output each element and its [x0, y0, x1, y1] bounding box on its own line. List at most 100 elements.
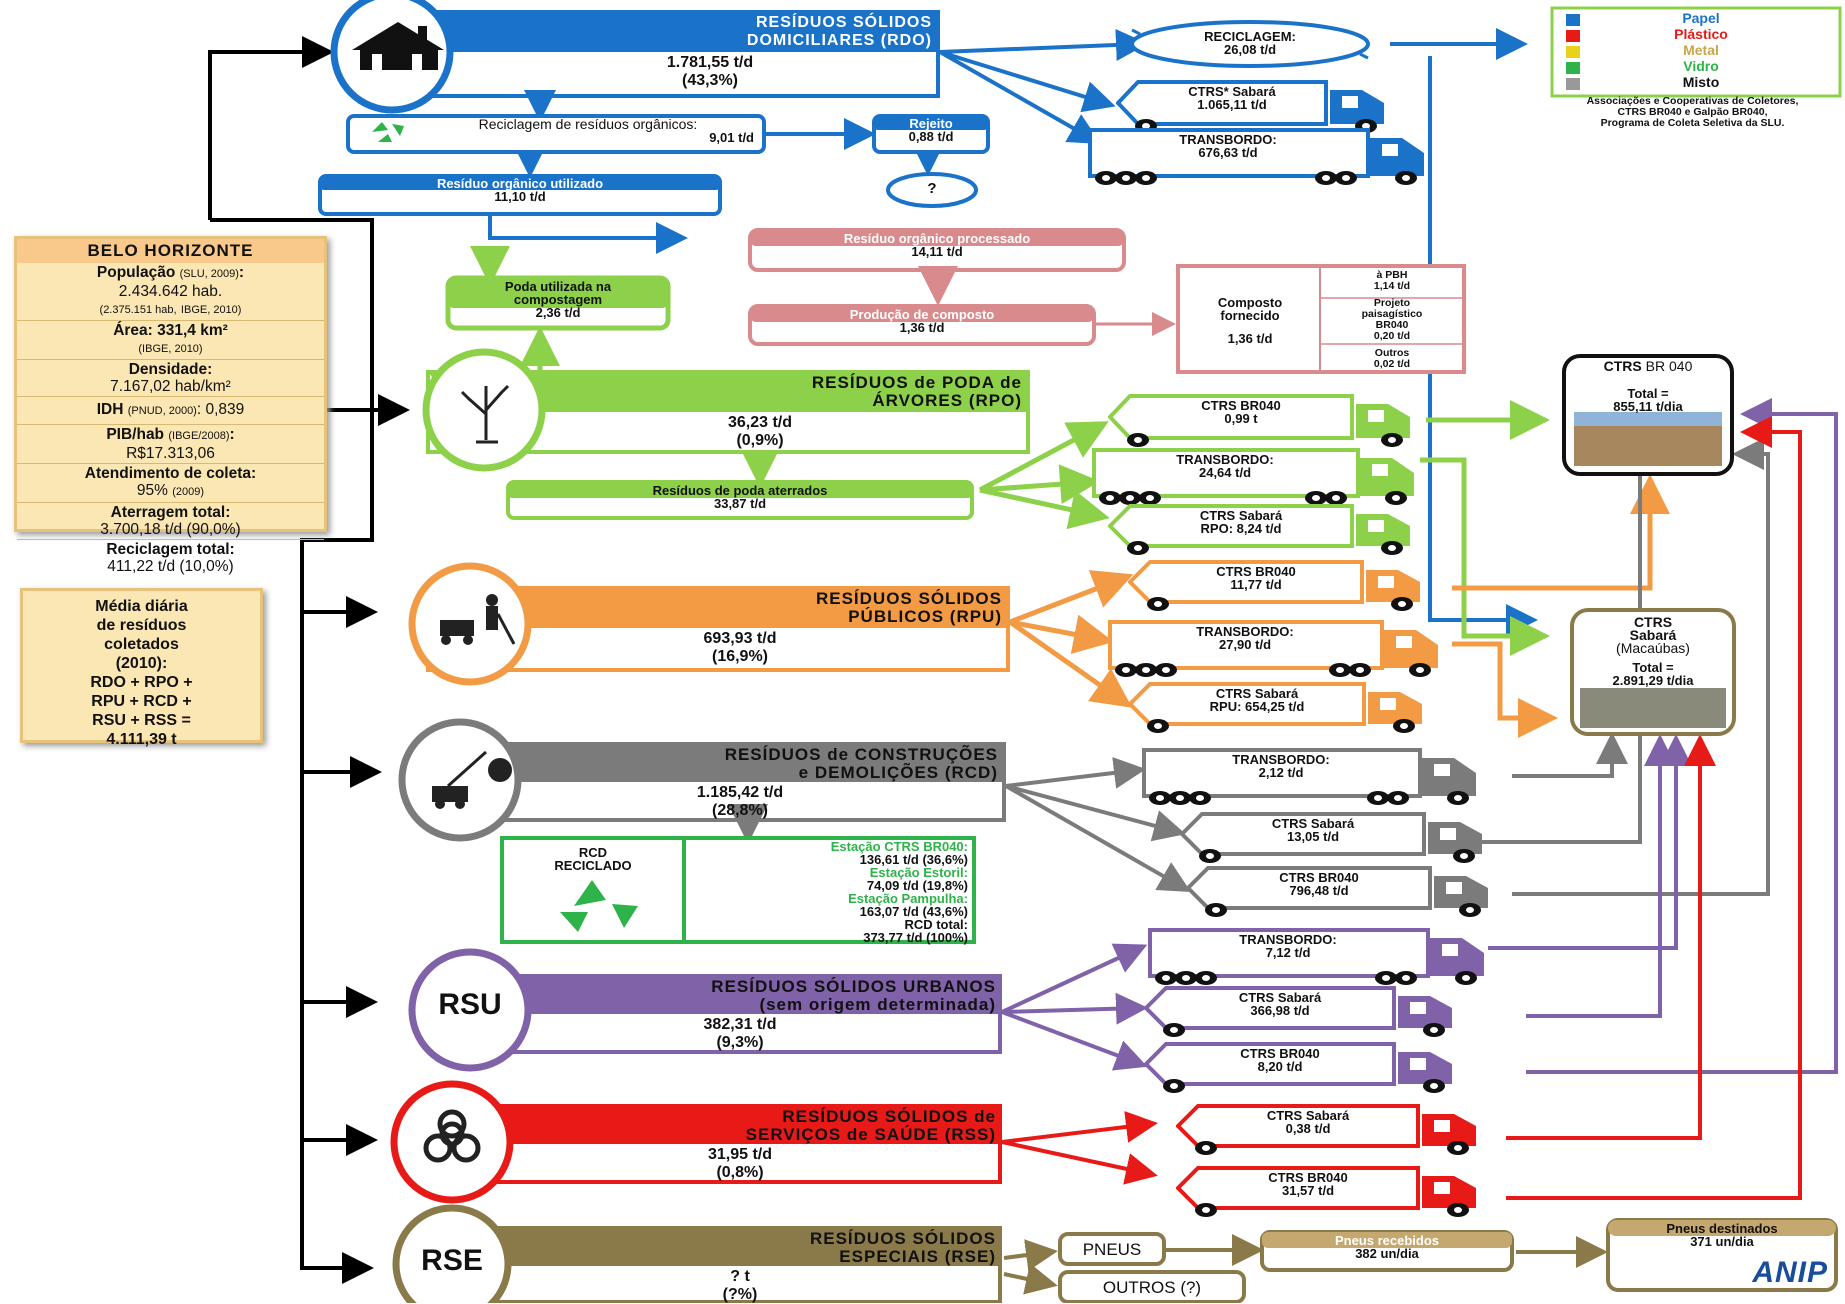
truck-value: 1.065,11 t/d: [1197, 97, 1267, 112]
rpo-title: RESÍDUOS de PODA de ÁRVORES (RPO): [560, 374, 1022, 410]
truck-value: 2,12 t/d: [1258, 765, 1304, 780]
rpo-block: [422, 348, 1030, 472]
rss-percent: (0,8%): [716, 1164, 764, 1181]
prod-comp-value: 1,36 t/d: [899, 320, 945, 335]
rcd-station1-label: Estação CTRS BR040:: [830, 839, 968, 854]
rpo-percent: (0,9%): [736, 432, 784, 449]
truck-label: CTRS BR040: [1240, 1046, 1320, 1061]
reciclagem-text: RECICLAGEM: 26,08 t/d: [1140, 30, 1360, 56]
atend-src: (2009): [172, 486, 205, 498]
truck-label: CTRS BR040: [1268, 1170, 1348, 1185]
pop-label: População: [96, 264, 176, 281]
reciclagem-value: 26,08 t/d: [1223, 42, 1277, 57]
pib-value: R$17.313,06: [126, 445, 215, 462]
truck-value: 7,12 t/d: [1265, 945, 1311, 960]
rcd-recic-line1: RCD: [578, 845, 608, 860]
pneus-dest-label: Pneus destinados: [1666, 1221, 1778, 1236]
legend-misto: Misto: [1682, 74, 1720, 90]
recycle-icon: [560, 880, 638, 932]
ctrs-br040-destination: [1562, 354, 1734, 476]
truck-value: 24,64 t/d: [1198, 465, 1252, 480]
media-line4: (2010):: [115, 655, 168, 672]
recycling-bin-legend: [1550, 6, 1842, 98]
pneus-dest-text: Pneus destinados 371 un/dia ANIP: [1608, 1221, 1836, 1289]
legend-note3: Programa de Coleta Seletiva da SLU.: [1600, 117, 1785, 129]
poda-util-value: 2,36 t/d: [535, 305, 581, 320]
legend-plastico: Plástico: [1674, 26, 1728, 42]
pib-src: (IBGE/2008): [168, 430, 230, 442]
pneus-receb-text: Pneus recebidos 382 un/dia: [1262, 1234, 1512, 1260]
org-proc-value: 14,11 t/d: [911, 244, 963, 259]
truck-text: CTRS Sabará RPU: 654,25 t/d: [1152, 687, 1362, 713]
truck-icon: [1144, 986, 1452, 1037]
rcd-value: 1.185,42 t/d: [696, 784, 784, 801]
truck-value: 366,98 t/d: [1250, 1003, 1310, 1018]
truck-label: CTRS BR040: [1216, 564, 1296, 579]
truck-icon: [1142, 748, 1476, 805]
prod-comp-text: Produção de composto 1,36 t/d: [750, 308, 1094, 334]
poda-util-line2: compostagem: [513, 292, 603, 307]
poda-util-line1: Poda utilizada na: [504, 279, 612, 294]
rcd-station2-label: Estação Estoril:: [869, 865, 968, 880]
rejeito-text: Rejeito 0,88 t/d: [874, 117, 988, 143]
pop-note: (2.375.151 hab,: [99, 304, 177, 316]
rss-title-line1: RESÍDUOS SÓLIDOS de: [782, 1107, 996, 1126]
rcd-recic-stations: Estação CTRS BR040: 136,61 t/d (36,6%) E…: [690, 840, 968, 944]
area-value: Área: 331,4 km²: [113, 322, 228, 339]
truck-text: CTRS BR040 31,57 t/d: [1200, 1171, 1416, 1197]
legend-metal: Metal: [1683, 42, 1719, 58]
truck-text: TRANSBORDO: 24,64 t/d: [1098, 453, 1352, 479]
city-title: BELO HORIZONTE: [17, 239, 324, 263]
rse-values: ? t (?%): [620, 1268, 860, 1304]
rpo-title-line1: RESÍDUOS de PODA de: [811, 373, 1022, 392]
ctrs-br040-text: CTRS BR 040 Total = 855,11 t/dia: [1564, 359, 1732, 413]
rcd-title-line2: e DEMOLIÇÕES (RCD): [798, 763, 998, 782]
truck-rpu-br040: CTRS BR040 11,77 t/d: [1128, 560, 1444, 616]
recic-org-value: 9,01 t/d: [709, 130, 754, 145]
truck-value: 11,77 t/d: [1230, 577, 1282, 592]
aterr-label: Aterragem total:: [110, 504, 231, 521]
rpu-value: 693,93 t/d: [703, 630, 777, 647]
truck-rpu-sab: CTRS Sabará RPU: 654,25 t/d: [1128, 682, 1446, 738]
rse-block: [392, 1204, 1002, 1303]
truck-icon: [1180, 812, 1482, 863]
truck-icon: [1092, 448, 1414, 505]
recic-org-box: [346, 114, 766, 154]
ctrs-sabara-line3: (Macaúbas): [1616, 640, 1690, 656]
aterr-row: Aterragem total: 3.700,18 t/d (90,0%): [17, 503, 324, 540]
rdo-title-line2: DOMICILIARES (RDO): [746, 32, 932, 49]
truck-rpo-transb: TRANSBORDO: 24,64 t/d: [1092, 448, 1438, 510]
red-bin-icon: [1566, 30, 1580, 42]
reciclagem-ellipse: [1130, 20, 1370, 68]
poda-aterr-label: Resíduos de poda aterrados: [652, 483, 828, 498]
rpu-percent: (16,9%): [711, 648, 769, 665]
recycle-legend-notes: Associações e Cooperativas de Coletores,…: [1540, 96, 1845, 129]
truck-icon: [1108, 504, 1410, 555]
rdo-value: 1.781,55 t/d: [666, 54, 754, 71]
excavator-icon: [432, 750, 512, 809]
recic-row: Reciclagem total: 411,22 t/d (10,0%): [17, 540, 324, 576]
rcd-station3-value: 163,07 t/d (43,6%): [859, 904, 968, 919]
pop-row: População (SLU, 2009): 2.434.642 hab. (2…: [17, 263, 324, 321]
recic-value: 411,22 t/d (10,0%): [107, 558, 234, 575]
yellow-bin-icon: [1566, 46, 1580, 58]
res-org-value: 11,10 t/d: [494, 189, 546, 204]
truck-rss-sab: CTRS Sabará 0,38 t/d: [1176, 1104, 1500, 1160]
rcd-values: 1.185,42 t/d (28,8%): [620, 784, 860, 820]
city-info-box: BELO HORIZONTE População (SLU, 2009): 2.…: [14, 236, 327, 575]
truck-rpo-sab: CTRS Sabará RPO: 8,24 t/d: [1108, 504, 1434, 560]
pneus-box: [1058, 1232, 1166, 1266]
compost-block: [748, 228, 1466, 374]
truck-text: CTRS BR040 11,77 t/d: [1152, 565, 1360, 591]
rsu-title-line2: (sem origem determinada): [759, 995, 996, 1014]
org-proc-text: Resíduo orgânico processado 14,11 t/d: [750, 232, 1124, 258]
truck-label: TRANSBORDO:: [1239, 932, 1337, 947]
pneus-receb-value: 382 un/dia: [1355, 1246, 1419, 1261]
truck-label: CTRS Sabará: [1199, 508, 1283, 523]
idh-row: IDH (PNUD, 2000): 0,839: [17, 397, 324, 425]
street-sweeper-icon: [440, 594, 516, 645]
blue-bin-icon: [1566, 14, 1580, 26]
truck-text: CTRS* Sabará 1.065,11 t/d: [1140, 85, 1324, 111]
rejeito-value: 0,88 t/d: [908, 129, 954, 144]
rpu-block: [408, 562, 1010, 686]
